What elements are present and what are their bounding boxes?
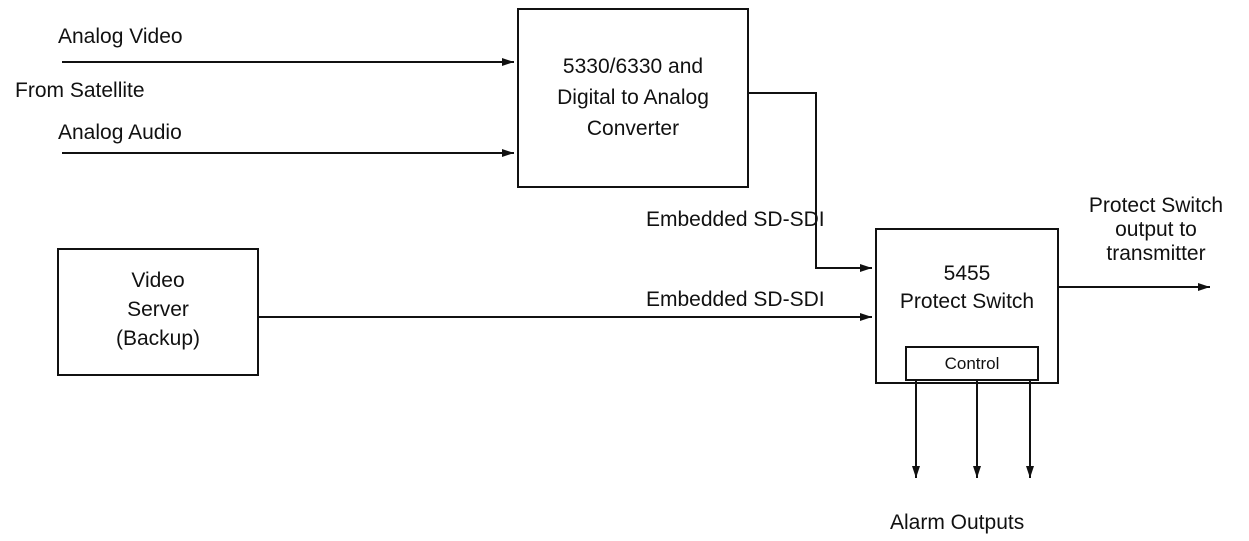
analog-video-label: Analog Video	[58, 25, 183, 48]
embedded-sd-sdi-bottom-label: Embedded SD-SDI	[646, 288, 825, 311]
from-satellite-label: From Satellite	[15, 79, 145, 102]
protect-switch-box	[875, 228, 1059, 384]
protect-switch-output-label: Protect Switch output to transmitter	[1066, 194, 1246, 266]
video-server-label: Video Server (Backup)	[58, 266, 258, 353]
alarm-outputs-label: Alarm Outputs	[890, 511, 1025, 534]
video-server-line-2: Server	[127, 298, 189, 321]
protect-switch-line-1: 5455	[943, 262, 991, 285]
protect-switch-label: 5455 Protect Switch	[876, 260, 1058, 316]
converter-line-3: Converter	[586, 117, 680, 140]
converter-line-2: Digital to Analog	[557, 86, 709, 109]
video-server-line-1: Video	[131, 269, 185, 292]
video-server-line-3: (Backup)	[115, 327, 201, 350]
converter-to-switch-connector	[748, 92, 872, 272]
converter-box	[517, 8, 749, 188]
protect-switch-line-2: Protect Switch	[899, 290, 1035, 313]
output-line-3: transmitter	[1106, 242, 1206, 265]
converter-label: 5330/6330 and Digital to Analog Converte…	[518, 51, 748, 144]
analog-audio-label: Analog Audio	[58, 121, 182, 144]
output-line-1: Protect Switch	[1088, 194, 1224, 217]
control-label: Control	[944, 354, 1000, 373]
video-server-box	[57, 248, 259, 376]
converter-line-1: 5330/6330 and	[562, 55, 704, 78]
embedded-sd-sdi-top-label: Embedded SD-SDI	[646, 208, 825, 231]
control-box	[905, 346, 1039, 381]
output-line-2: output to	[1115, 218, 1197, 241]
